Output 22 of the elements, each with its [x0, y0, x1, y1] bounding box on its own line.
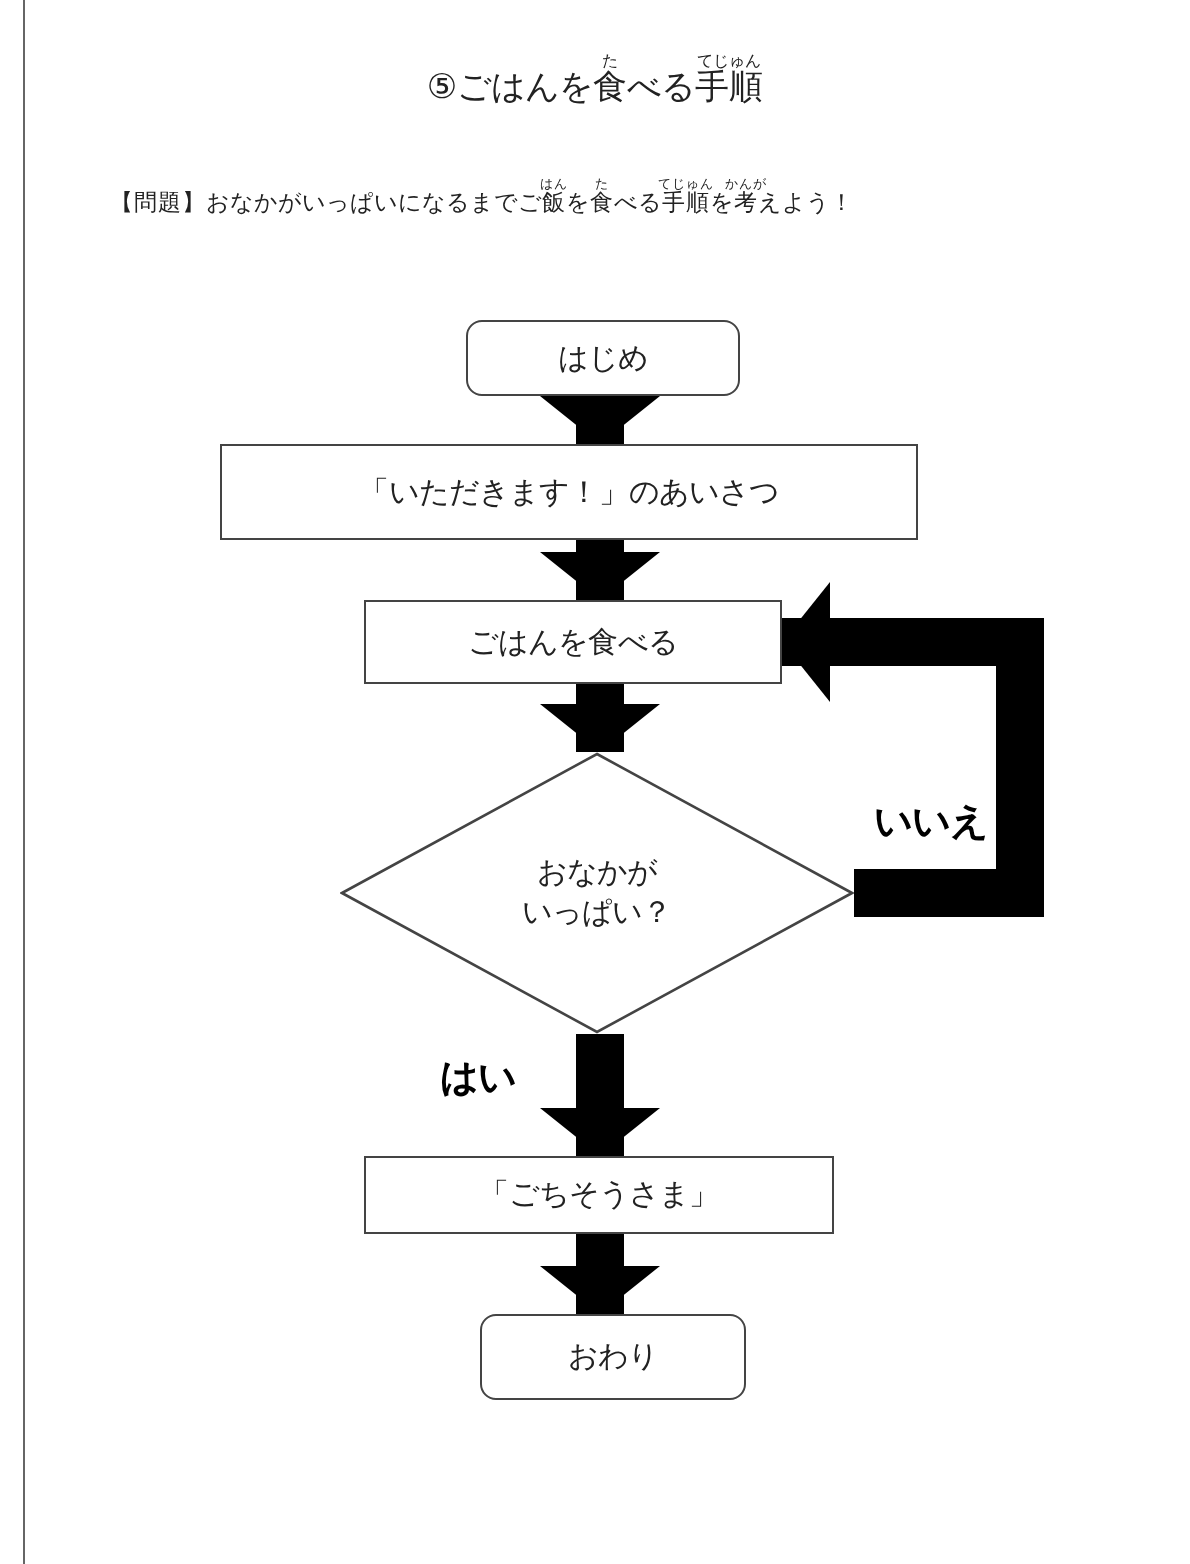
furigana: てじゅん: [697, 54, 762, 70]
start-box: [466, 320, 740, 396]
title: ⑤ごはんを食べる手順: [424, 68, 766, 110]
process-box: [220, 444, 918, 540]
node-text: はじめ: [558, 339, 648, 377]
process-box: [364, 1156, 834, 1234]
block-arrow: [540, 684, 660, 752]
process-box: [364, 600, 782, 684]
furigana: た: [602, 54, 619, 70]
node-text: 「ごちそうさま」: [479, 1176, 719, 1214]
decision-diamond: [340, 752, 854, 1034]
block-arrow: [540, 540, 660, 600]
node-text: ごはんを食べる: [468, 623, 678, 661]
block-arrow: [540, 396, 660, 444]
block-arrow: [540, 1034, 660, 1156]
problem-text: 【問題】おなかがいっぱいになるまでご飯を食べる手順を考えよう！: [110, 188, 854, 218]
node-text: おなかがいっぱい？: [520, 854, 674, 932]
node-text: 「いただきます！」のあいさつ: [359, 473, 779, 511]
block-arrow: [782, 582, 1044, 917]
node-text: おわり: [568, 1338, 658, 1376]
block-arrow: [540, 1234, 660, 1314]
end-box: [480, 1314, 746, 1400]
